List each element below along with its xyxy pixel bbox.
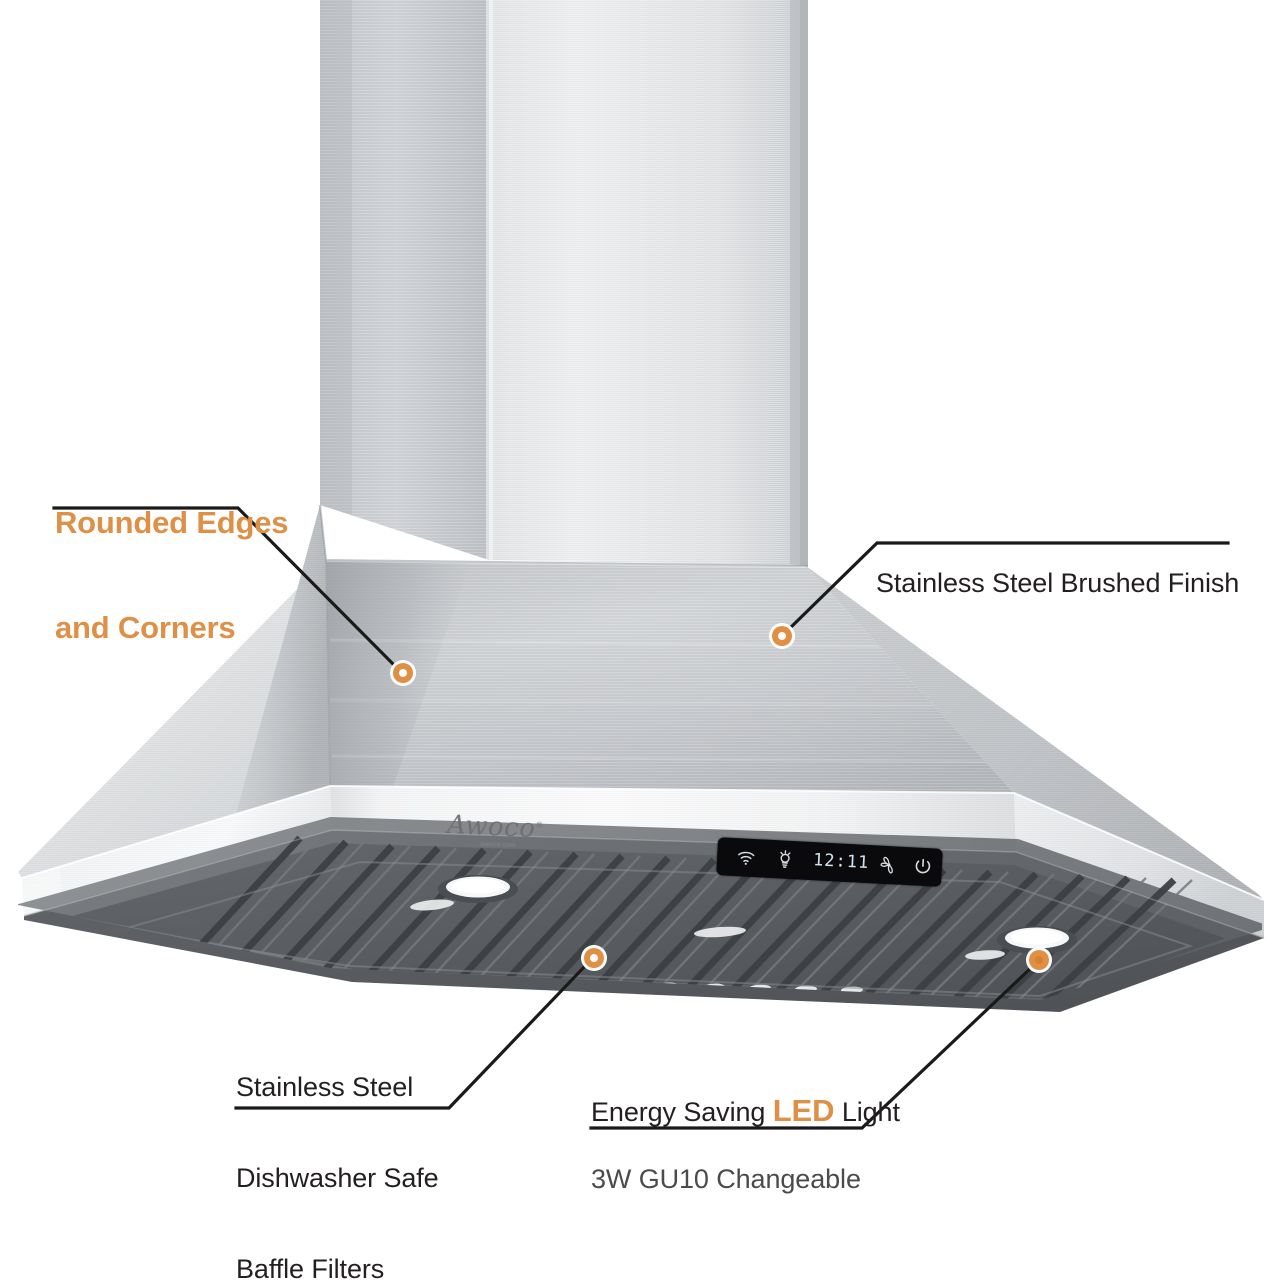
leader-line-baffle-filters (234, 960, 591, 1110)
brand-name: Awoco® (446, 810, 545, 844)
registered-mark: ® (535, 820, 545, 830)
callout-label-rounded-edges: Rounded Edges and Corners (55, 437, 289, 715)
callout-line: Dishwasher Safe (236, 1163, 439, 1194)
callout-line: Baffle Filters (236, 1253, 385, 1280)
power-icon[interactable] (913, 857, 932, 876)
led-lamp-right (997, 926, 1077, 954)
leader-line-led-light (589, 963, 1036, 1130)
led-accent-word: LED (772, 1092, 835, 1128)
leader-lines (52, 506, 1230, 1130)
underside-baffle-filters (18, 816, 1264, 1012)
callout-marker-led-light[interactable] (1026, 947, 1052, 973)
awoco-brand-logo: Awoco® awoco.com (446, 810, 545, 850)
chimney (320, 0, 808, 566)
led-line-prefix: Energy Saving (591, 1096, 773, 1127)
control-panel[interactable]: 12:11 (716, 837, 943, 887)
callout-label-brushed-finish: Stainless Steel Brushed Finish (876, 508, 1239, 659)
callout-marker-baffle-filters[interactable] (581, 945, 607, 971)
fan-icon[interactable] (879, 856, 898, 875)
wifi-icon[interactable] (737, 849, 756, 866)
callout-marker-brushed-finish[interactable] (769, 623, 795, 649)
callout-line: Stainless Steel Brushed Finish (876, 568, 1240, 599)
callout-line: Stainless Steel (236, 1072, 414, 1103)
leader-line-brushed-finish (785, 541, 1230, 633)
callout-line-led-primary: Energy Saving LED Light (591, 1092, 900, 1129)
callout-line: and Corners (55, 609, 236, 645)
light-bulb-icon[interactable] (777, 849, 794, 870)
leader-line-rounded-edges (52, 506, 400, 671)
led-line-suffix: Light (834, 1096, 900, 1127)
clock-display: 12:11 (812, 850, 870, 874)
led-lamp-left (438, 875, 518, 903)
callout-label-baffle-filters: Stainless Steel Dishwasher Safe Baffle F… (236, 1012, 439, 1280)
callout-label-led-light: Energy Saving LED Light 3W GU10 Changeab… (591, 1058, 900, 1230)
callout-line-led-secondary: 3W GU10 Changeable (591, 1164, 861, 1195)
callout-line: Rounded Edges (55, 505, 289, 541)
callout-marker-rounded-edges[interactable] (390, 660, 416, 686)
